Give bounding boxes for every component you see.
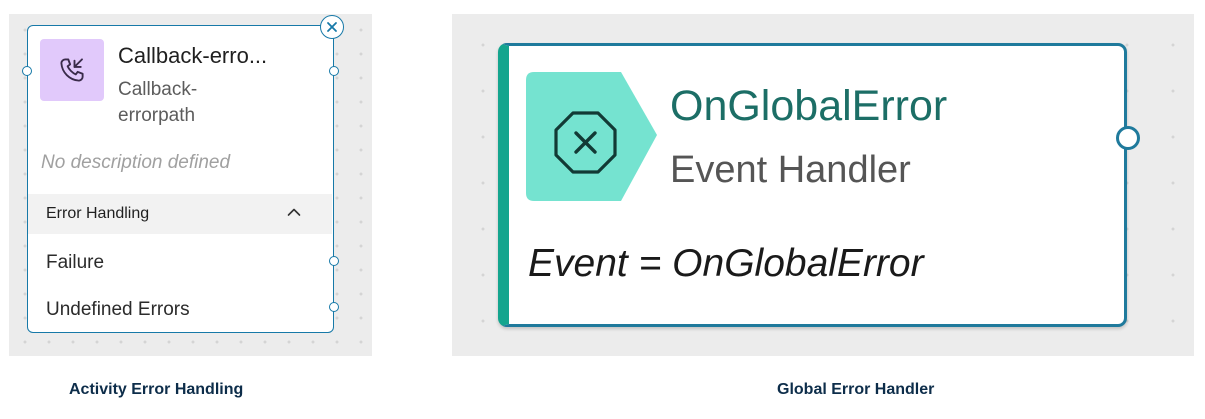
- activity-title: Callback-erro...: [118, 43, 268, 68]
- activity-icon-box: [40, 39, 104, 101]
- global-error-node[interactable]: OnGlobalError Event Handler Event = OnGl…: [498, 43, 1127, 327]
- event-handler-icon: [526, 72, 657, 201]
- undefined-errors-port[interactable]: [329, 302, 339, 312]
- remove-node-button[interactable]: [320, 15, 344, 39]
- event-condition: Event = OnGlobalError: [528, 242, 924, 285]
- activity-description: No description defined: [41, 152, 231, 173]
- close-icon: [327, 22, 337, 32]
- failure-port[interactable]: [329, 256, 339, 266]
- caption-global-error-handler: Global Error Handler: [777, 381, 935, 398]
- phone-callback-icon: [60, 58, 84, 82]
- error-handling-label: Error Handling: [46, 205, 150, 222]
- input-port[interactable]: [22, 66, 32, 76]
- output-undefined-errors: Undefined Errors: [46, 299, 190, 320]
- activity-node[interactable]: Callback-erro... Callback-errorpath No d…: [27, 25, 334, 333]
- output-port[interactable]: [329, 66, 339, 76]
- error-handling-section[interactable]: Error Handling: [28, 194, 332, 234]
- caption-activity-error-handling: Activity Error Handling: [69, 381, 244, 398]
- global-output-port[interactable]: [1116, 126, 1140, 150]
- global-node-title: OnGlobalError: [670, 82, 948, 130]
- global-node-subtitle: Event Handler: [670, 149, 911, 191]
- stop-x-icon: [554, 111, 617, 174]
- output-failure: Failure: [46, 252, 105, 273]
- activity-subtitle: Callback-errorpath: [118, 79, 198, 126]
- chevron-up-icon[interactable]: [287, 207, 301, 217]
